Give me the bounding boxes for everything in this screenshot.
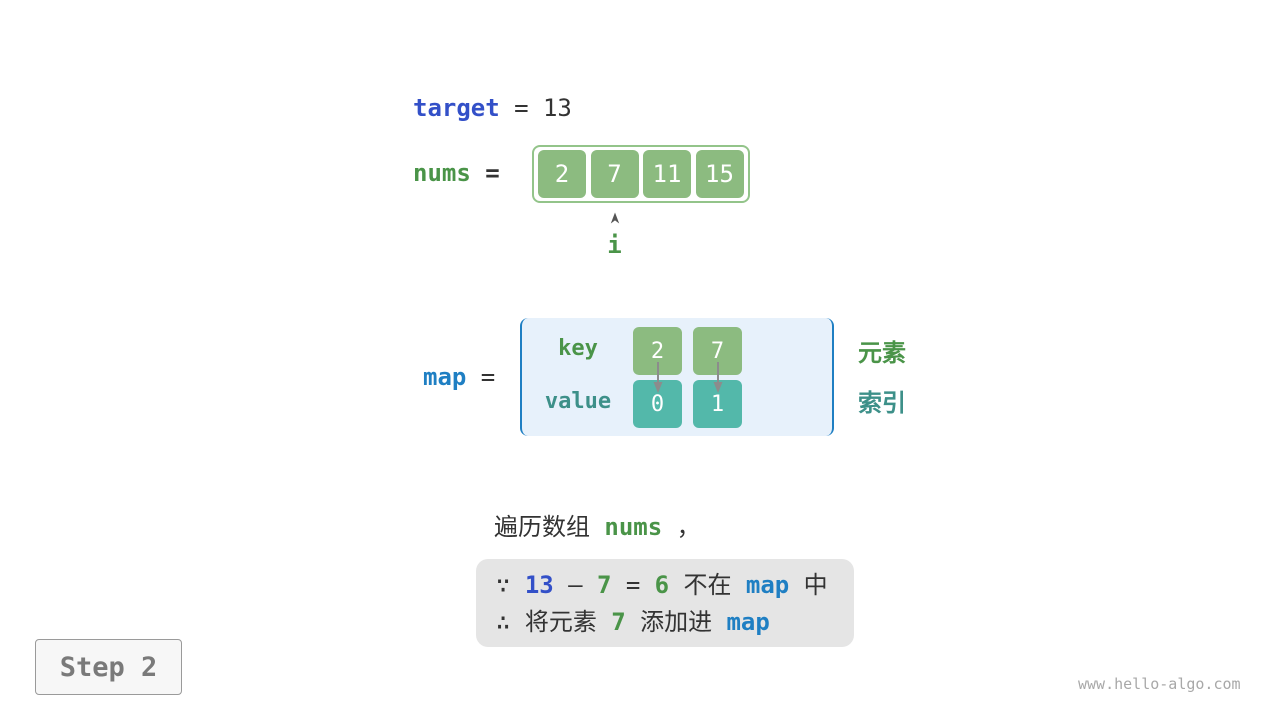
explanation-box: ∵ 13 – 7 = 6 不在 map 中 ∴ 将元素 7 添加进 map — [476, 559, 854, 647]
map-entries: 2 0 7 1 — [633, 327, 742, 428]
because-end: 中 — [803, 571, 828, 599]
because-minus: – — [568, 571, 583, 599]
intro-variable: nums — [604, 513, 663, 541]
nums-array: 2 7 11 15 — [532, 145, 750, 203]
therefore-num: 7 — [611, 608, 626, 636]
because-line: ∵ 13 – 7 = 6 不在 map 中 — [496, 569, 828, 601]
array-cell-0: 2 — [538, 150, 586, 198]
up-arrow-icon — [610, 212, 619, 224]
map-key-label: key — [558, 336, 598, 361]
value-legend: 索引 — [858, 389, 906, 417]
intro-text: 遍历数组 — [494, 513, 590, 541]
down-arrow-icon — [713, 362, 722, 393]
because-num: 7 — [596, 571, 612, 599]
therefore-map: map — [726, 608, 770, 636]
because-target: 13 — [524, 571, 554, 599]
hash-map: key value 2 0 7 1 — [520, 318, 834, 436]
nums-line: nums = — [413, 157, 500, 189]
array-cell-2: 11 — [643, 150, 691, 198]
map-line: map = — [423, 361, 495, 393]
step-indicator: Step 2 — [35, 639, 182, 695]
because-equals: = — [625, 571, 641, 599]
therefore-symbol: ∴ — [496, 608, 511, 636]
map-entry: 7 1 — [693, 327, 742, 428]
because-diff: 6 — [654, 571, 670, 599]
target-variable: target — [413, 94, 500, 122]
nums-variable: nums — [413, 159, 471, 187]
therefore-action: 添加进 — [640, 608, 713, 636]
target-equals: = — [514, 94, 529, 122]
target-value: 13 — [542, 94, 572, 122]
map-value-label: value — [544, 389, 612, 414]
pointer-label: i — [607, 231, 622, 259]
nums-equals: = — [485, 159, 500, 187]
map-equals: = — [480, 363, 496, 391]
array-cell-3: 15 — [695, 150, 744, 198]
explanation-intro: 遍历数组 nums ， — [494, 511, 701, 543]
therefore-prefix: 将元素 — [524, 608, 597, 636]
intro-punctuation: ， — [676, 513, 701, 541]
because-not-in: 不在 — [683, 571, 732, 599]
because-symbol: ∵ — [496, 571, 511, 599]
map-entry: 2 0 — [633, 327, 682, 428]
down-arrow-icon — [653, 362, 662, 393]
therefore-line: ∴ 将元素 7 添加进 map — [496, 606, 770, 638]
array-cell-1: 7 — [590, 150, 639, 198]
watermark: www.hello-algo.com — [1078, 675, 1241, 693]
pointer-i: i — [591, 212, 639, 259]
map-variable: map — [423, 363, 467, 391]
because-map: map — [745, 571, 790, 599]
pointer-track: i — [538, 212, 744, 259]
target-line: target = 13 — [413, 92, 572, 124]
key-legend: 元素 — [858, 339, 906, 367]
